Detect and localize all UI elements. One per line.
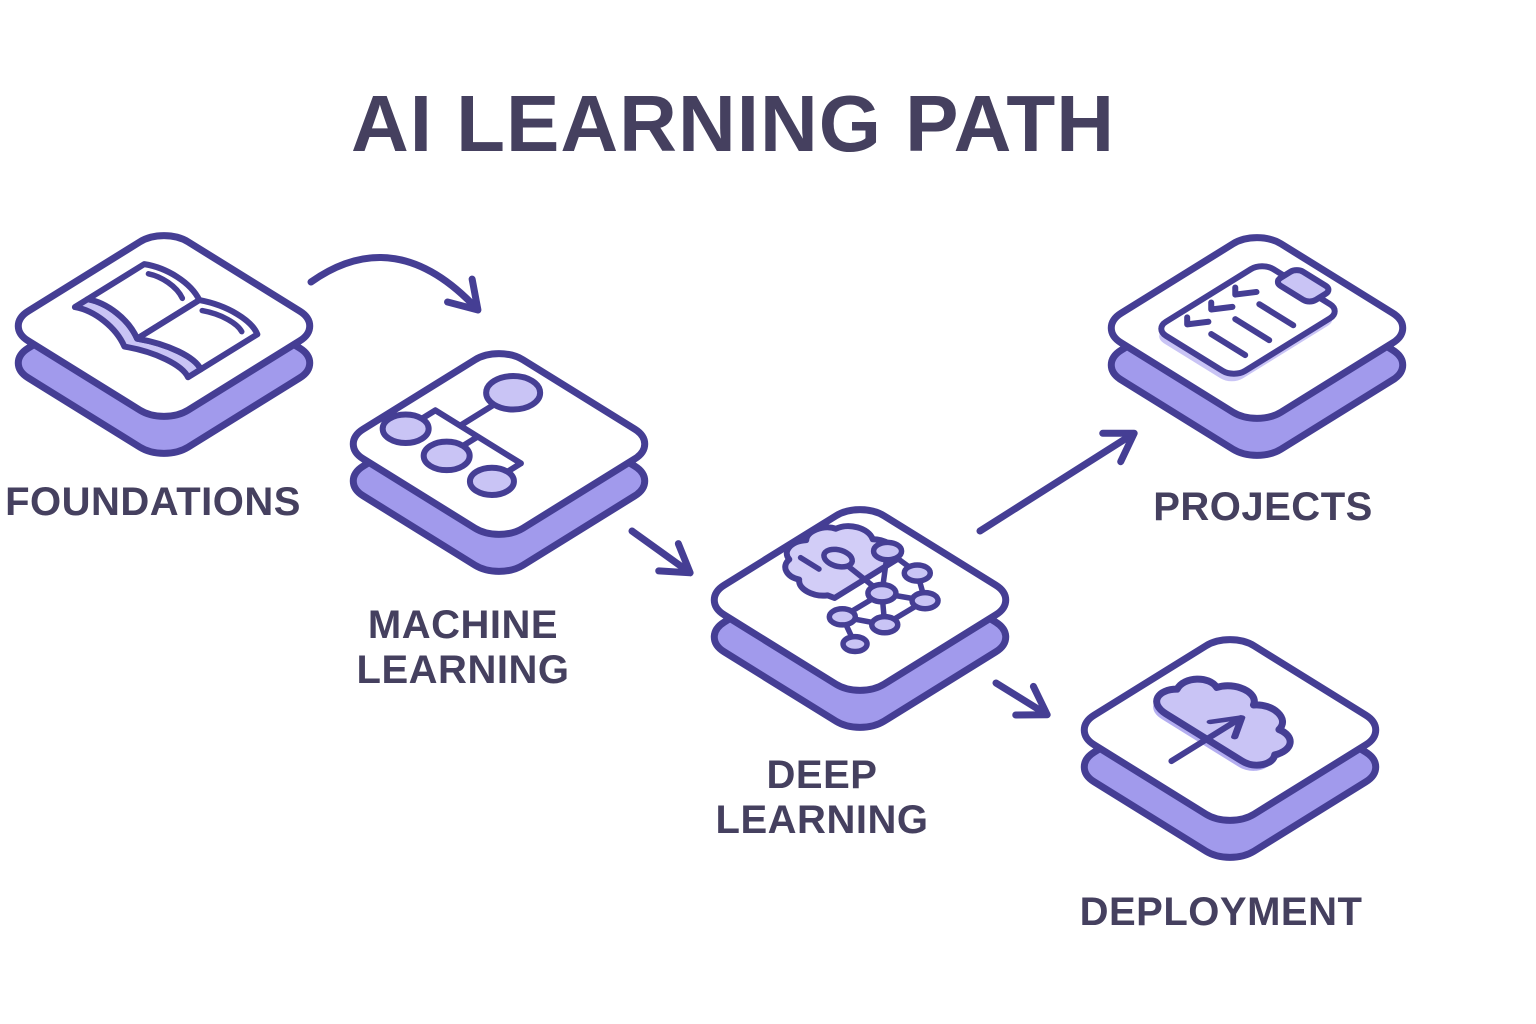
tile-top-face: [339, 345, 659, 543]
step-label-projects: PROJECTS: [1153, 485, 1373, 529]
step-tile-deployment: [1070, 631, 1390, 866]
arrow-machine-learning-to-deep-learning: [632, 531, 694, 577]
cloud-upload-icon: [1153, 666, 1319, 771]
arrow-deep-learning-to-deployment: [996, 683, 1051, 719]
step-label-deep-learning-line2: LEARNING: [715, 798, 929, 842]
step-label-foundations: FOUNDATIONS: [5, 480, 301, 524]
step-label-machine-learning-line2: LEARNING: [356, 648, 570, 692]
upload-arrow: [1171, 715, 1245, 761]
arrow-foundations-to-machine-learning: [311, 258, 482, 314]
step-label-deep-learning-line1: DEEP: [766, 753, 878, 797]
checklist-clipboard-icon: [1148, 254, 1359, 382]
flow-arrows: [311, 258, 1138, 719]
clipboard-clip: [1274, 268, 1332, 304]
step-label-deployment: DEPLOYMENT: [1079, 890, 1363, 934]
open-book-icon: [68, 260, 264, 381]
brain-network-icon: [734, 512, 965, 655]
step-tile-deep-learning: [700, 501, 1020, 736]
checklist-lines: [1211, 304, 1293, 355]
step-tile-projects: [1097, 229, 1417, 464]
checklist-marks: [1182, 283, 1257, 329]
step-tile-foundations: [4, 227, 324, 462]
flowchart-icon: [372, 356, 609, 503]
step-label-machine-learning-line1: MACHINE: [367, 603, 559, 647]
page-title: AI LEARNING PATH: [350, 79, 1116, 168]
arrow-deep-learning-to-projects: [980, 429, 1138, 531]
step-tile-machine-learning: [339, 345, 659, 580]
